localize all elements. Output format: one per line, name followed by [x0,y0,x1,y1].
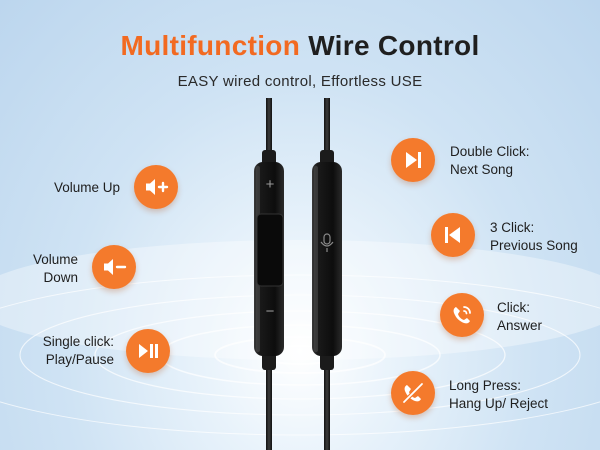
next-song-label: Double Click: Next Song [450,144,530,177]
next-song-button[interactable] [391,138,435,182]
play-pause-label: Single click: Play/Pause [42,334,114,367]
volume-plus-symbol[interactable]: + [265,176,275,193]
answer-button[interactable] [440,293,484,337]
hang-up-button[interactable] [391,371,435,415]
previous-song-button[interactable] [431,213,475,257]
phone-hangup-icon [402,382,424,404]
play-pause-icon [139,344,158,358]
volume-minus-symbol[interactable]: − [265,303,275,320]
volume-remote [254,162,284,356]
previous-song-label: 3 Click: Previous Song [490,220,578,253]
volume-down-button[interactable] [92,245,136,289]
title-rest: Wire Control [308,30,480,61]
volume-up-icon [146,179,169,195]
mic-remote [312,162,342,356]
answer-label: Click: Answer [497,300,543,333]
next-track-icon [406,152,421,168]
volume-up-button[interactable] [134,165,178,209]
phone-answer-icon [453,306,471,324]
play-pause-button[interactable] [126,329,170,373]
previous-track-icon [445,227,460,243]
volume-down-icon [104,259,127,275]
hang-up-label: Long Press: Hang Up/ Reject [449,378,549,411]
page-subtitle: EASY wired control, Effortless USE [177,73,423,90]
title-accent: Multifunction [120,30,301,61]
microphone-icon [320,233,334,252]
page-title: Multifunction Wire Control [0,30,600,62]
volume-down-label: Volume Down [32,252,78,285]
volume-up-label: Volume Up [53,180,120,195]
